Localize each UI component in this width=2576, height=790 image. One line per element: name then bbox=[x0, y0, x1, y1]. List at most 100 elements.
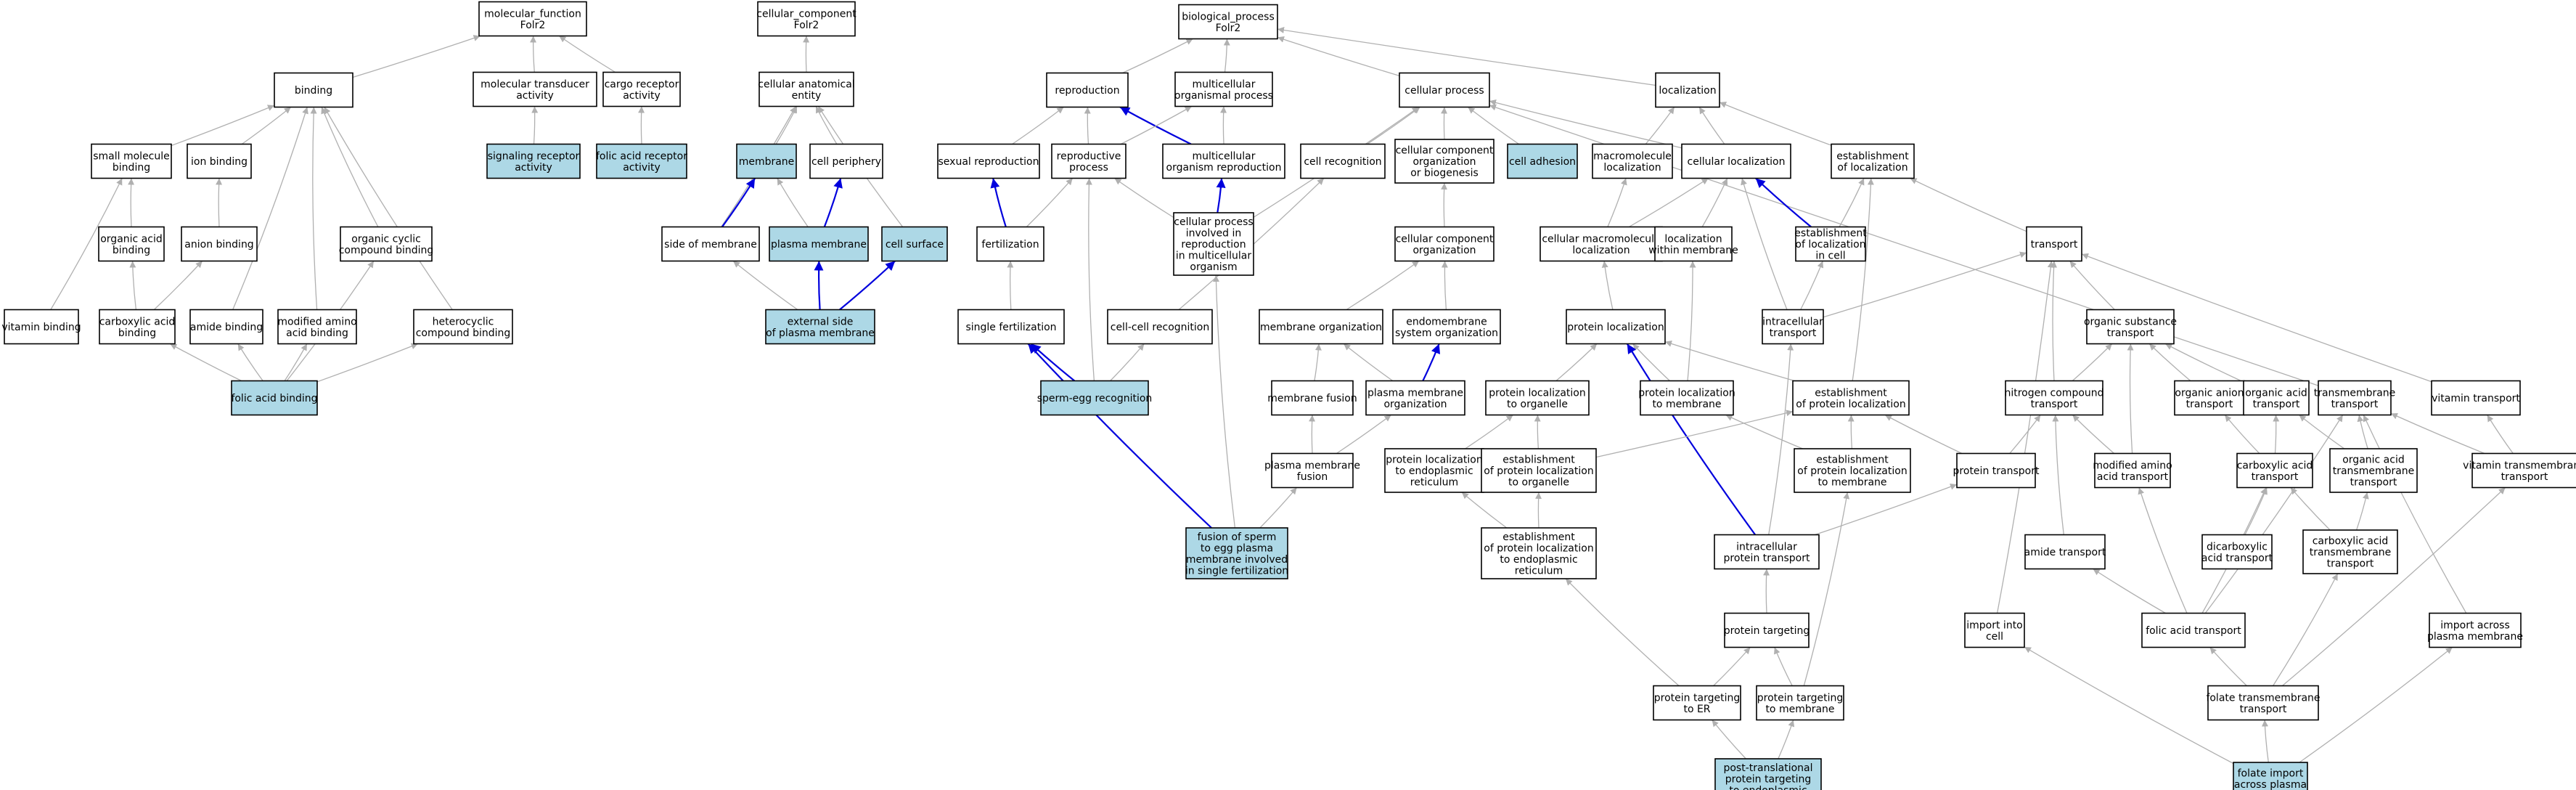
go-term-label: cell bbox=[1986, 631, 2003, 643]
go-term-label: organic acid bbox=[2245, 387, 2307, 399]
go-term-box bbox=[478, 1, 587, 37]
go-term-node-cellsurf[interactable]: cell surface bbox=[881, 226, 948, 262]
go-term-node-vitb[interactable]: vitamin binding bbox=[1, 309, 81, 345]
go-term-node-amidet[interactable]: amide transport bbox=[2024, 534, 2106, 570]
go-term-node-cellproc[interactable]: cellular process bbox=[1399, 72, 1490, 108]
go-term-node-ionb[interactable]: ion binding bbox=[187, 143, 252, 179]
go-term-node-periphery[interactable]: cell periphery bbox=[809, 143, 883, 179]
go-term-node-vitt[interactable]: vitamin transport bbox=[2431, 380, 2521, 416]
go-term-node-celladh[interactable]: cell adhesion bbox=[1507, 143, 1578, 179]
go-term-node-ccrecog[interactable]: cell-cell recognition bbox=[1107, 309, 1213, 345]
go-term-node-cellrecog[interactable]: cell recognition bbox=[1300, 143, 1386, 179]
go-term-node-membrane[interactable]: membrane bbox=[736, 143, 797, 179]
edge-fab-to-cab bbox=[169, 343, 242, 382]
go-term-node-som[interactable]: side of membrane bbox=[661, 226, 760, 262]
go-term-node-ptarg[interactable]: protein targeting bbox=[1724, 612, 1810, 648]
go-term-node-localization[interactable]: localization bbox=[1655, 72, 1720, 108]
go-term-node-anionb[interactable]: anion binding bbox=[181, 226, 258, 262]
edge-moltrans-to-mf bbox=[530, 36, 537, 73]
go-term-label: Folr2 bbox=[1216, 23, 1241, 34]
go-term-node-fert[interactable]: fertilization bbox=[976, 226, 1044, 262]
go-term-node-memorg[interactable]: membrane organization bbox=[1259, 309, 1383, 345]
go-term-node-ser[interactable]: sperm-egg recognition bbox=[1037, 380, 1153, 416]
go-term-node-sexrep[interactable]: sexual reproduction bbox=[937, 143, 1040, 179]
go-term-label: transport bbox=[1770, 327, 1817, 339]
edge-fab-to-amideb bbox=[237, 343, 263, 381]
go-term-node-fat[interactable]: folic acid transport bbox=[2141, 612, 2246, 648]
go-term-node-binding[interactable]: binding bbox=[274, 72, 353, 108]
go-term-node-cellloc[interactable]: cellular localization bbox=[1681, 143, 1791, 179]
go-term-node-amideb[interactable]: amide binding bbox=[189, 309, 263, 345]
edge-cab-to-oab bbox=[129, 261, 137, 310]
edge-fiapm-to-importcell bbox=[2024, 646, 2234, 765]
edge-cellloc-to-localization bbox=[1698, 107, 1725, 144]
go-term-node-pm[interactable]: plasma membrane bbox=[769, 226, 869, 262]
go-term-node-reproduction[interactable]: reproduction bbox=[1046, 72, 1129, 108]
go-term-node-memfus[interactable]: membrane fusion bbox=[1267, 380, 1357, 416]
go-term-node-protloc[interactable]: protein localization bbox=[1566, 309, 1666, 345]
go-term-node-prottrans[interactable]: protein transport bbox=[1953, 452, 2040, 489]
go-term-node-singfert[interactable]: single fertilization bbox=[957, 309, 1065, 345]
go-term-node-fab[interactable]: folic acid binding bbox=[231, 380, 318, 416]
go-term-label: carboxylic acid bbox=[2237, 460, 2313, 471]
go-term-node-transport[interactable]: transport bbox=[2026, 226, 2082, 262]
